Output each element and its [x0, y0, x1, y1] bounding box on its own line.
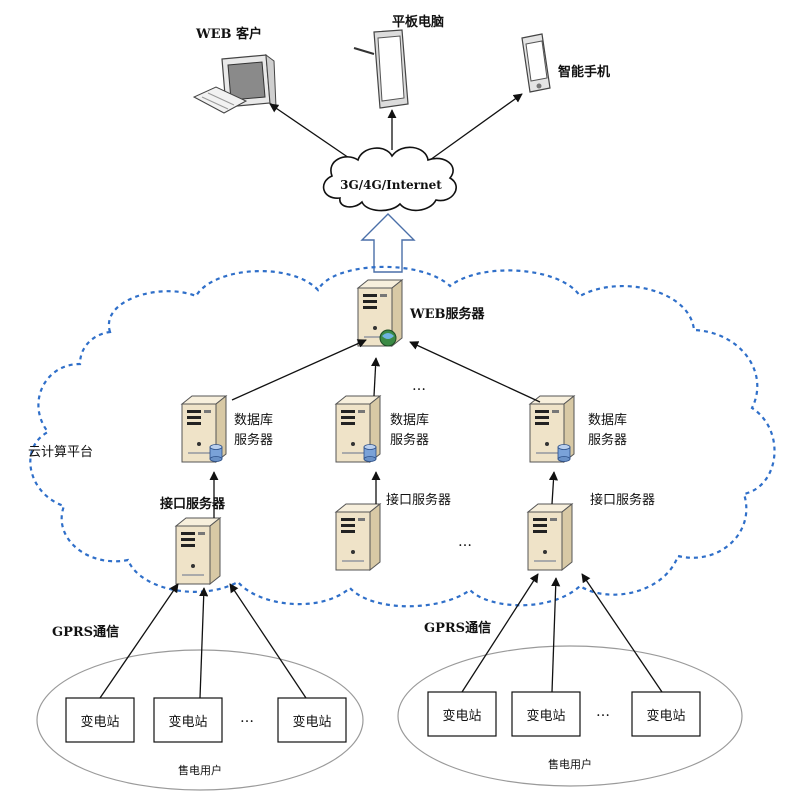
arrow-to-web-client	[269, 103, 353, 161]
db-server-right-label-2: 服务器	[588, 432, 627, 448]
cloud-platform-label: 云计算平台	[28, 445, 93, 460]
user-group-left-label: 售电用户	[178, 763, 222, 777]
substation-left-3-label: 变电站	[292, 714, 331, 730]
interface-server-left-label: 接口服务器	[160, 496, 226, 512]
interface-server-right-icon	[527, 503, 573, 571]
arrow-db-middle-to-web	[371, 357, 381, 397]
web-server-icon	[357, 279, 403, 347]
substation-right-1: 变电站	[427, 691, 497, 737]
smartphone-icon	[521, 33, 551, 93]
substation-left-3: 变电站	[277, 697, 347, 743]
substation-right-3: 变电站	[631, 691, 701, 737]
uplink-arrow-icon	[360, 213, 416, 273]
substation-left-2-label: 变电站	[168, 714, 207, 730]
web-client-label: WEB 客户	[195, 26, 262, 42]
substation-left-1-label: 变电站	[80, 714, 119, 730]
web-server-label: WEB服务器	[409, 306, 485, 322]
db-server-left-label-1: 数据库	[234, 412, 273, 428]
internet-cloud-icon	[322, 146, 457, 212]
substations-left-ellipsis: …	[240, 710, 254, 726]
interface-server-middle-icon	[335, 503, 381, 571]
substation-right-2-label: 变电站	[526, 708, 565, 724]
db-server-middle-label-2: 服务器	[390, 432, 429, 448]
db-server-left-label-2: 服务器	[234, 432, 273, 448]
arrow-sub-right-3-to-iface	[581, 573, 663, 693]
user-group-left	[36, 649, 364, 791]
interface-server-middle-label: 接口服务器	[386, 492, 451, 508]
substation-right-3-label: 变电站	[646, 708, 685, 724]
substation-left-1: 变电站	[65, 697, 135, 743]
arrow-to-smartphone	[429, 93, 523, 161]
arrow-sub-right-2-to-iface	[551, 577, 561, 693]
arrow-sub-right-1-to-iface	[461, 573, 539, 693]
arrow-db-right-to-web	[409, 341, 541, 403]
tablet-label: 平板电脑	[392, 14, 444, 30]
db-server-left-icon	[181, 395, 227, 463]
interface-server-left-icon	[175, 517, 221, 585]
tablet-icon	[353, 29, 409, 109]
interface-servers-ellipsis: …	[458, 534, 472, 550]
db-servers-ellipsis: …	[412, 378, 426, 394]
db-server-middle-label-1: 数据库	[390, 412, 429, 428]
substation-right-1-label: 变电站	[442, 708, 481, 724]
db-server-middle-icon	[335, 395, 381, 463]
user-group-right-label: 售电用户	[548, 757, 592, 771]
cloud-platform-boundary	[29, 265, 776, 608]
gprs-label-left: GPRS通信	[52, 624, 119, 640]
user-group-right	[397, 645, 743, 787]
substation-right-2: 变电站	[511, 691, 581, 737]
db-server-right-icon	[529, 395, 575, 463]
smartphone-label: 智能手机	[558, 64, 610, 80]
arrow-db-left-to-web	[231, 339, 367, 401]
interface-server-right-label: 接口服务器	[590, 492, 655, 508]
desktop-computer-icon	[192, 53, 277, 114]
db-server-right-label-1: 数据库	[588, 412, 627, 428]
arrow-iface-right-to-db	[548, 471, 559, 505]
network-label: 3G/4G/Internet	[340, 178, 442, 192]
arrow-sub-left-2-to-iface	[199, 587, 209, 699]
gprs-label-right: GPRS通信	[424, 620, 491, 636]
arrow-sub-left-1-to-iface	[99, 583, 179, 699]
substation-left-2: 变电站	[153, 697, 223, 743]
arrow-sub-left-3-to-iface	[229, 583, 307, 699]
substations-right-ellipsis: …	[596, 704, 610, 720]
